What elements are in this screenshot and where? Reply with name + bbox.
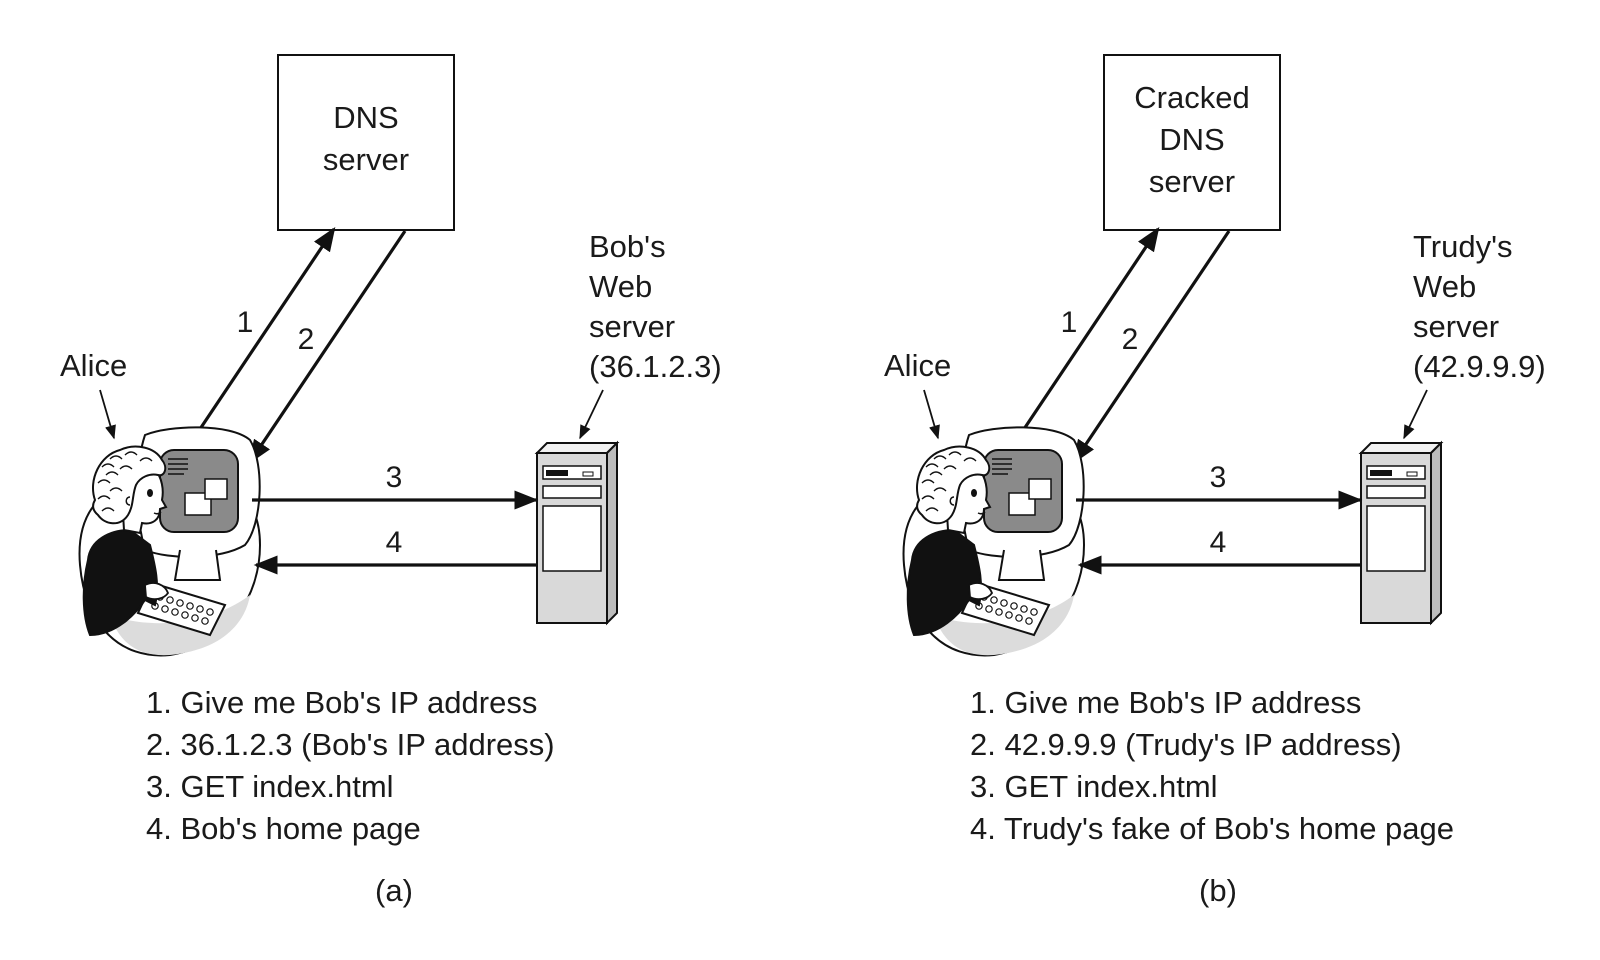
step-4: 4. Trudy's fake of Bob's home page	[970, 811, 1454, 846]
server-tower-icon	[536, 442, 618, 624]
step-2: 2. 36.1.2.3 (Bob's IP address)	[146, 727, 555, 762]
server-tower-icon	[1360, 442, 1442, 624]
web-server-label-line2: Web	[1413, 269, 1476, 304]
web-server-label-line1: Trudy's	[1413, 229, 1513, 264]
person-at-computer-icon	[78, 426, 261, 657]
steps-list: 1. Give me Bob's IP address 2. 42.9.9.9 …	[970, 685, 1454, 846]
arrow-label-1: 1	[1061, 306, 1078, 339]
arrow-label-3: 3	[386, 461, 403, 494]
dns-server-label-line2: DNS	[1159, 122, 1224, 157]
arrow-label-2: 2	[1122, 323, 1139, 356]
step-3: 3. GET index.html	[146, 769, 394, 804]
panel-caption: (b)	[1199, 873, 1237, 908]
dns-server-box	[1103, 54, 1281, 231]
person-label-alice: Alice	[60, 348, 127, 383]
server-pointer	[1403, 389, 1428, 440]
web-server-label-line4: (36.1.2.3)	[589, 349, 722, 384]
dns-server-box	[277, 54, 455, 231]
arrow-label-3: 3	[1210, 461, 1227, 494]
web-server-label-line3: server	[589, 309, 675, 344]
step-1: 1. Give me Bob's IP address	[970, 685, 1361, 720]
arrow-2-response	[248, 230, 407, 464]
dns-server-label-line1: DNS	[333, 100, 398, 135]
step-4: 4. Bob's home page	[146, 811, 421, 846]
arrow-label-4: 4	[1210, 526, 1227, 559]
web-server-label-line3: server	[1413, 309, 1499, 344]
arrow-1-request	[196, 227, 336, 433]
server-pointer	[579, 389, 604, 440]
step-3: 3. GET index.html	[970, 769, 1218, 804]
web-server-label-line2: Web	[589, 269, 652, 304]
alice-pointer	[923, 389, 940, 440]
dns-server-label-line1: Cracked	[1134, 80, 1249, 115]
step-1: 1. Give me Bob's IP address	[146, 685, 537, 720]
web-server-label-line4: (42.9.9.9)	[1413, 349, 1546, 384]
alice-pointer	[99, 389, 116, 440]
web-server-label-line1: Bob's	[589, 229, 666, 264]
arrow-label-1: 1	[237, 306, 254, 339]
arrow-label-4: 4	[386, 526, 403, 559]
panel-caption: (a)	[375, 873, 413, 908]
step-2: 2. 42.9.9.9 (Trudy's IP address)	[970, 727, 1402, 762]
arrow-2-response	[1072, 230, 1231, 464]
person-label-alice: Alice	[884, 348, 951, 383]
dns-server-label-line3: server	[1149, 164, 1235, 199]
person-at-computer-icon	[902, 426, 1085, 657]
panel-a: DNS server 1 2 Alice Bob's Web server (3…	[60, 54, 722, 908]
arrow-1-request	[1020, 227, 1160, 433]
arrow-label-2: 2	[298, 323, 315, 356]
steps-list: 1. Give me Bob's IP address 2. 36.1.2.3 …	[146, 685, 555, 846]
panel-b: Cracked DNS server 1 2 Alice Trudy's Web…	[884, 54, 1546, 908]
dns-server-label-line2: server	[323, 142, 409, 177]
